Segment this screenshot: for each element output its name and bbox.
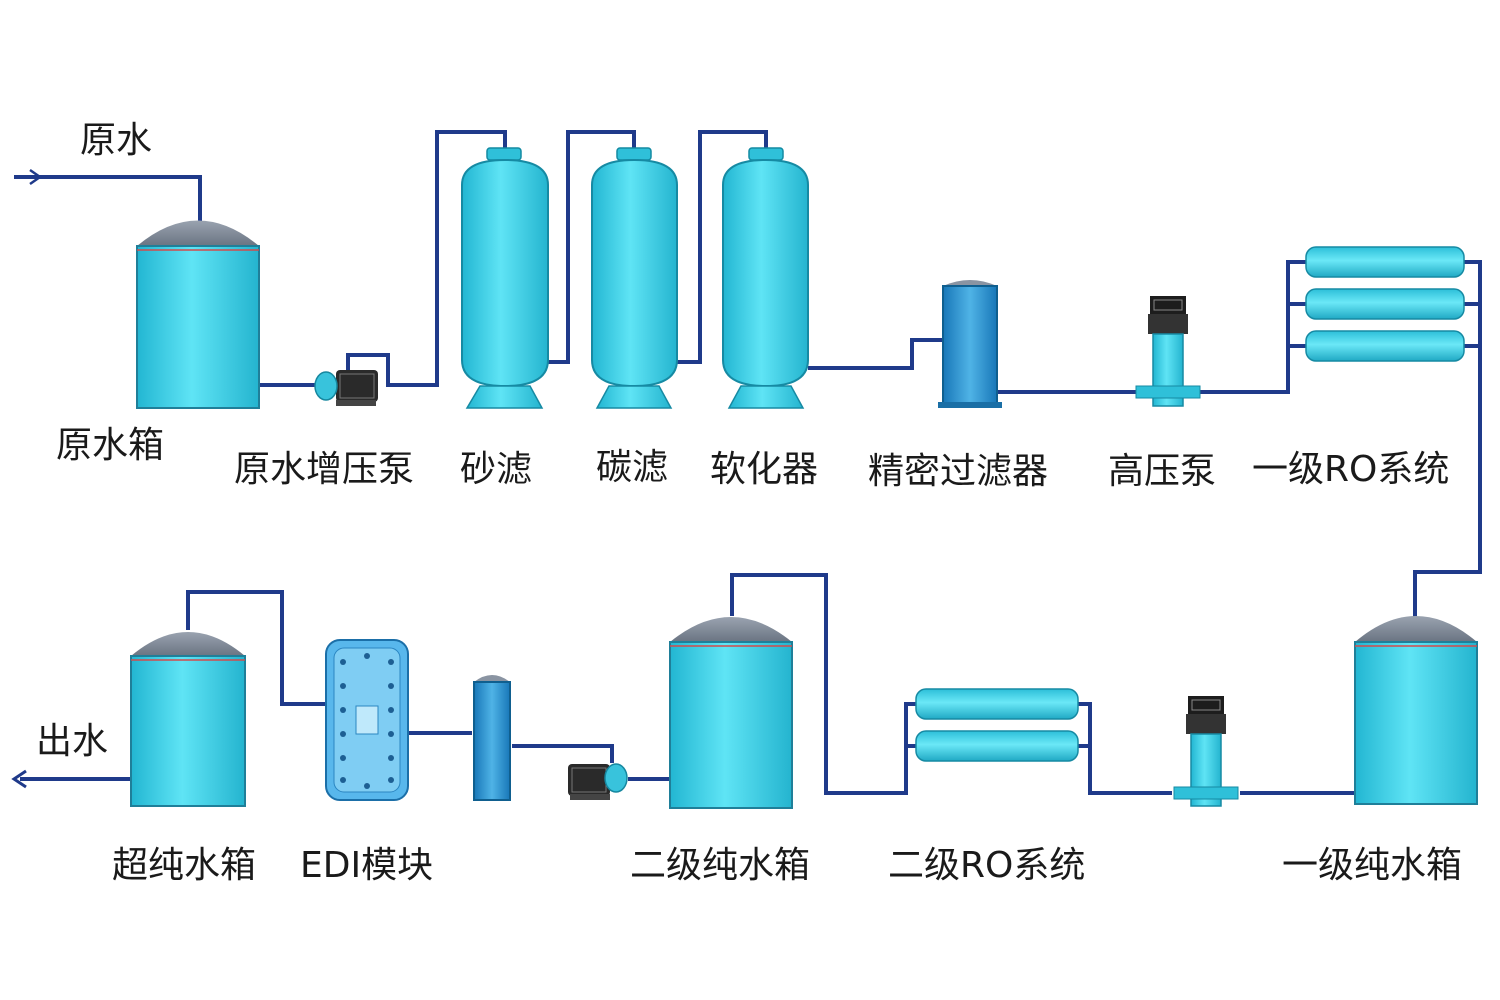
primary-ro-system-label: 一级RO系统	[1252, 449, 1450, 490]
pipe-pump3-to-cartridge	[512, 744, 614, 763]
cartridge-filter-icon	[473, 675, 511, 801]
raw-water-tank-label: 原水箱	[56, 425, 165, 466]
sand-filter-icon	[461, 147, 549, 409]
primary-ro-membranes-icon	[1305, 246, 1465, 362]
pipe-ro1-to-primary-tank	[1413, 260, 1482, 618]
sand-filter-label: 砂滤	[460, 449, 533, 490]
pipe-sand-to-carbon	[548, 130, 636, 364]
pipe-edi-to-ultrapure-tank	[186, 590, 326, 706]
precision-filter-label: 精密过滤器	[868, 451, 1049, 492]
booster-pump-icon	[314, 370, 378, 406]
precision-filter-icon	[938, 280, 1002, 408]
outlet-arrow-icon	[11, 769, 27, 789]
inlet-pipe	[14, 175, 202, 222]
pipe-ro2-to-secondary-tank	[730, 573, 916, 795]
raw-water-tank-icon	[136, 220, 260, 409]
primary-pure-water-tank-icon	[1354, 616, 1478, 805]
pipe-pump2-to-ro2	[1078, 702, 1172, 795]
outlet-label: 出水	[36, 721, 109, 762]
secondary-pure-water-tank-label: 二级纯水箱	[630, 845, 811, 886]
ultrapure-water-tank-label: 超纯水箱	[112, 845, 257, 886]
ultrapure-water-tank-icon	[130, 632, 246, 807]
raw-water-booster-pump-label: 原水增压泵	[234, 449, 415, 490]
secondary-ro-system-label: 二级RO系统	[888, 845, 1086, 886]
primary-pure-water-tank-label: 一级纯水箱	[1282, 845, 1463, 886]
secondary-high-pressure-pump-icon	[1173, 696, 1239, 807]
transfer-pump-icon	[568, 763, 628, 800]
pipe-booster-to-sand	[346, 130, 507, 387]
softener-label: 软化器	[710, 449, 819, 490]
edi-module-label: EDI模块	[300, 845, 434, 886]
inlet-arrow-icon	[29, 168, 43, 186]
edi-module-icon	[325, 639, 409, 801]
pipe-network	[14, 130, 1482, 795]
secondary-pure-water-tank-icon	[669, 617, 793, 809]
secondary-ro-membranes-icon	[915, 688, 1079, 762]
softener-icon	[722, 147, 809, 409]
carbon-filter-label: 碳滤	[596, 447, 669, 488]
pipe-softener-to-precision	[808, 338, 942, 370]
high-pressure-pump-label: 高压泵	[1108, 451, 1217, 492]
high-pressure-pump-icon	[1135, 296, 1201, 407]
carbon-filter-icon	[591, 147, 678, 409]
pipe-carbon-to-softener	[677, 130, 768, 364]
pipe-hp-pump-to-ro1	[1200, 260, 1306, 394]
inlet-label: 原水	[80, 120, 153, 161]
